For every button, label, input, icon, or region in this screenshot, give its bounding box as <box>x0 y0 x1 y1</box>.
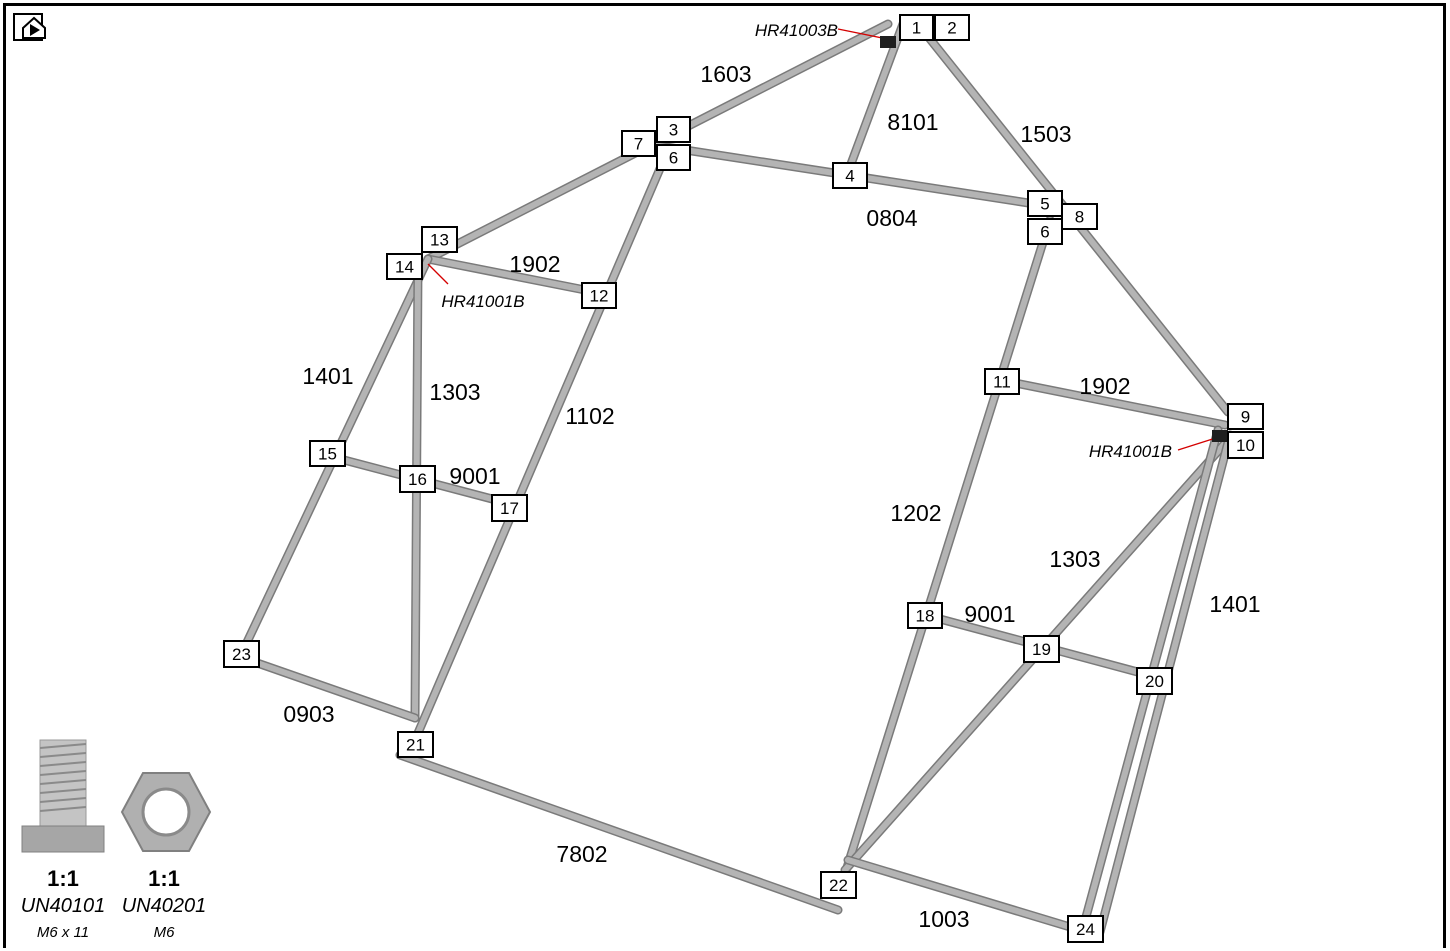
screw-part-code: UN40101 <box>20 895 106 917</box>
screw-ratio: 1:1 <box>47 866 79 891</box>
node-box-2 <box>934 14 970 41</box>
part-label-8101: 8101 <box>887 109 938 135</box>
node-label-15: 15 <box>318 445 337 464</box>
node-box-6 <box>656 144 691 171</box>
beam-1 <box>845 21 906 175</box>
hardware-illustrations <box>21 739 212 853</box>
node-label-6: 6 <box>1040 223 1049 242</box>
node-box-16 <box>399 465 436 493</box>
node-label-12: 12 <box>590 287 609 306</box>
node-label-6: 6 <box>669 149 678 168</box>
part-label-0903: 0903 <box>283 701 334 727</box>
drawing-frame <box>3 3 1446 948</box>
part-label-9001: 9001 <box>964 601 1015 627</box>
node-box-19 <box>1023 635 1060 663</box>
node-label-11: 11 <box>993 373 1011 392</box>
connector-label-HR41001B: HR41001B <box>441 292 524 311</box>
connector-label-HR41001B: HR41001B <box>1089 442 1172 461</box>
node-label-1: 1 <box>912 19 921 38</box>
node-label-8: 8 <box>1075 208 1084 227</box>
node-box-9 <box>1227 403 1264 430</box>
node-box-17 <box>491 494 528 522</box>
node-box-12 <box>581 282 617 309</box>
part-label-1303: 1303 <box>1049 546 1100 572</box>
part-labels: 1603 8101 1503 0804 1902 1401 1303 1102 9001 0903… <box>283 61 1260 932</box>
part-label-1401: 1401 <box>302 363 353 389</box>
beam-10 <box>397 752 841 913</box>
part-label-7802: 7802 <box>556 841 607 867</box>
node-box-24 <box>1067 915 1104 943</box>
node-box-23 <box>223 640 260 668</box>
nut-ratio: 1:1 <box>148 866 180 891</box>
house-icon <box>22 16 46 39</box>
node-label-10: 10 <box>1236 436 1255 455</box>
node-label-5: 5 <box>1040 195 1049 214</box>
nut-part-code: UN40201 <box>121 895 207 917</box>
node-box-11 <box>984 368 1020 395</box>
part-label-1003: 1003 <box>918 906 969 932</box>
hex-nut-icon <box>120 772 212 852</box>
node-label-17: 17 <box>500 499 519 518</box>
beam-9 <box>237 654 418 721</box>
node-box-21 <box>397 731 434 758</box>
node-box-15 <box>309 440 346 467</box>
connector-label-HR41003B: HR41003B <box>755 21 838 40</box>
connector-block-0 <box>880 36 896 48</box>
part-label-1303: 1303 <box>429 379 480 405</box>
beam-4 <box>425 256 588 293</box>
part-label-1401: 1401 <box>1209 591 1260 617</box>
node-box-8 <box>1061 203 1098 230</box>
node-box-22 <box>820 871 857 899</box>
leader-line-1 <box>427 263 449 285</box>
node-box-4 <box>832 162 868 189</box>
node-label-14: 14 <box>395 258 414 277</box>
beam-12 <box>997 377 1228 428</box>
node-label-3: 3 <box>669 121 678 140</box>
part-label-0804: 0804 <box>866 205 917 231</box>
node-label-2: 2 <box>947 19 956 38</box>
node-label-13: 13 <box>430 231 449 250</box>
part-label-1503: 1503 <box>1020 121 1071 147</box>
node-label-21: 21 <box>406 736 425 755</box>
node-box-14 <box>386 253 423 280</box>
part-label-1603: 1603 <box>700 61 751 87</box>
node-label-9: 9 <box>1241 408 1250 427</box>
part-label-1202: 1202 <box>890 500 941 526</box>
node-box-3 <box>656 116 691 143</box>
home-button[interactable] <box>13 13 46 41</box>
beam-7 <box>412 147 671 743</box>
node-box-13 <box>421 226 458 253</box>
node-box-18 <box>907 602 943 629</box>
node-label-19: 19 <box>1032 640 1051 659</box>
beam-11 <box>837 217 1053 893</box>
part-label-9001: 9001 <box>449 463 500 489</box>
node-box-7 <box>621 130 656 157</box>
connector-block-1 <box>1212 430 1228 442</box>
node-label-18: 18 <box>916 607 935 626</box>
node-box-6 <box>1027 218 1063 245</box>
node-box-10 <box>1227 431 1264 459</box>
connector-labels: HR41003B HR41001B HR41001B <box>441 21 1172 461</box>
screw-spec: M6 x 11 <box>36 924 90 941</box>
part-label-1902: 1902 <box>509 251 560 277</box>
node-box-1 <box>899 14 934 41</box>
node-label-24: 24 <box>1076 920 1095 939</box>
bolt-icon <box>21 739 105 853</box>
node-label-22: 22 <box>829 876 848 895</box>
nut-spec: M6 <box>153 924 175 941</box>
node-label-4: 4 <box>845 167 854 186</box>
part-label-1902: 1902 <box>1079 373 1130 399</box>
part-label-1102: 1102 <box>565 403 614 429</box>
node-label-23: 23 <box>232 645 251 664</box>
beam-17 <box>845 857 1083 933</box>
frame-beams <box>235 19 1235 937</box>
leader-lines <box>427 28 1228 451</box>
node-label-16: 16 <box>408 470 427 489</box>
node-label-20: 20 <box>1145 672 1164 691</box>
node-box-20 <box>1136 667 1173 695</box>
node-label-7: 7 <box>634 135 643 154</box>
